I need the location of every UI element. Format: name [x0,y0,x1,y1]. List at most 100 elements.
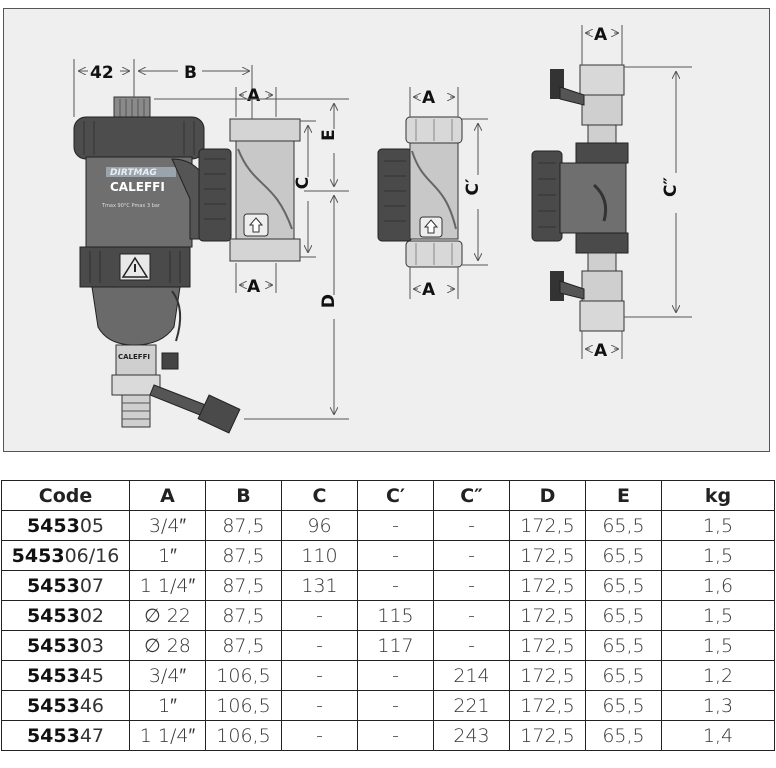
spec-label: Tmax 90°C Pmax 3 bar [101,203,161,209]
column-header: B [205,480,282,511]
code-prefix: 5453 [26,664,80,687]
code-cell: 545302 [1,600,130,631]
dimension-drawing: DIRTMAG CALEFFI Tmax 90°C Pmax 3 bar CAL… [73,25,692,434]
dim-e-label: E [319,129,339,141]
cell-c1: 115 [357,600,434,631]
cell-kg: 1,5 [661,540,775,571]
cell-a: 1 1/4″ [129,720,206,751]
dim-a-right-bottom-label: A [594,341,608,361]
cell-c1: - [357,720,434,751]
cell-e: 65,5 [585,510,662,541]
column-header: C [281,480,358,511]
cell-d: 172,5 [509,570,586,601]
cell-e: 65,5 [585,690,662,721]
cell-d: 172,5 [509,660,586,691]
code-suffix: 47 [79,724,105,747]
code-prefix: 5453 [26,724,80,747]
cell-kg: 1,6 [661,570,775,601]
technical-drawing-panel: DIRTMAG CALEFFI Tmax 90°C Pmax 3 bar CAL… [3,8,770,452]
code-cell: 545306/16 [1,540,130,571]
cell-a: ∅ 28 [129,630,206,661]
cell-e: 65,5 [585,660,662,691]
cell-a: ∅ 22 [129,600,206,631]
code-suffix: 05 [79,514,105,537]
cell-c1: - [357,660,434,691]
code-suffix: 03 [79,634,105,657]
code-cell: 545346 [1,690,130,721]
cell-c1: - [357,570,434,601]
dim-b-label: B [184,63,197,83]
cell-d: 172,5 [509,720,586,751]
cell-kg: 1,5 [661,630,775,661]
code-cell: 545303 [1,630,130,661]
code-prefix: 5453 [26,634,80,657]
column-header: C″ [433,480,510,511]
cell-c: - [281,630,358,661]
code-prefix: 5453 [11,544,65,567]
cell-c: 96 [281,510,358,541]
cell-a: 3/4″ [129,510,206,541]
column-header: kg [661,480,775,511]
code-suffix: 07 [79,574,105,597]
cell-c2: 214 [433,660,510,691]
cell-kg: 1,4 [661,720,775,751]
code-prefix: 5453 [26,574,80,597]
cell-c1: - [357,540,434,571]
dim-d-label: D [319,294,339,308]
cell-c2: - [433,540,510,571]
column-header: Code [1,480,130,511]
dim-a-mid-top-label: A [422,88,436,108]
ball-valve-assembly-view [531,64,629,332]
cell-c: - [281,600,358,631]
code-prefix: 5453 [26,604,80,627]
cell-b: 87,5 [205,510,282,541]
cell-e: 65,5 [585,540,662,571]
cell-b: 87,5 [205,570,282,601]
cell-a: 1 1/4″ [129,570,206,601]
cell-c2: - [433,600,510,631]
code-suffix: 02 [79,604,105,627]
cell-e: 65,5 [585,630,662,661]
cell-kg: 1,2 [661,660,775,691]
column-header: D [509,480,586,511]
dim-a-mid-bottom-label: A [422,280,436,300]
column-header: E [585,480,662,511]
cell-d: 172,5 [509,510,586,541]
cell-c2: 243 [433,720,510,751]
cell-d: 172,5 [509,690,586,721]
compression-fitting-view [377,116,463,268]
cell-b: 106,5 [205,720,282,751]
cell-c: 131 [281,570,358,601]
brand-label-dirtmag: DIRTMAG [110,168,157,178]
cell-c: 110 [281,540,358,571]
dim-a-bottom-left-label: A [247,277,261,297]
code-suffix: 45 [79,664,105,687]
cell-e: 65,5 [585,600,662,631]
code-suffix: 06/16 [64,544,120,567]
dim-a-right-top-label: A [594,25,608,45]
cell-b: 87,5 [205,600,282,631]
code-cell: 545305 [1,510,130,541]
dim-c-label: C [293,177,313,189]
lower-brand-label: CALEFFI [118,353,150,361]
cell-c: - [281,720,358,751]
cell-d: 172,5 [509,630,586,661]
cell-c1: - [357,690,434,721]
cell-e: 65,5 [585,570,662,601]
cell-a: 1″ [129,690,206,721]
cell-c: - [281,690,358,721]
code-suffix: 46 [79,694,105,717]
column-header: A [129,480,206,511]
code-cell: 545307 [1,570,130,601]
cell-a: 3/4″ [129,660,206,691]
cell-c1: - [357,510,434,541]
cell-b: 106,5 [205,690,282,721]
